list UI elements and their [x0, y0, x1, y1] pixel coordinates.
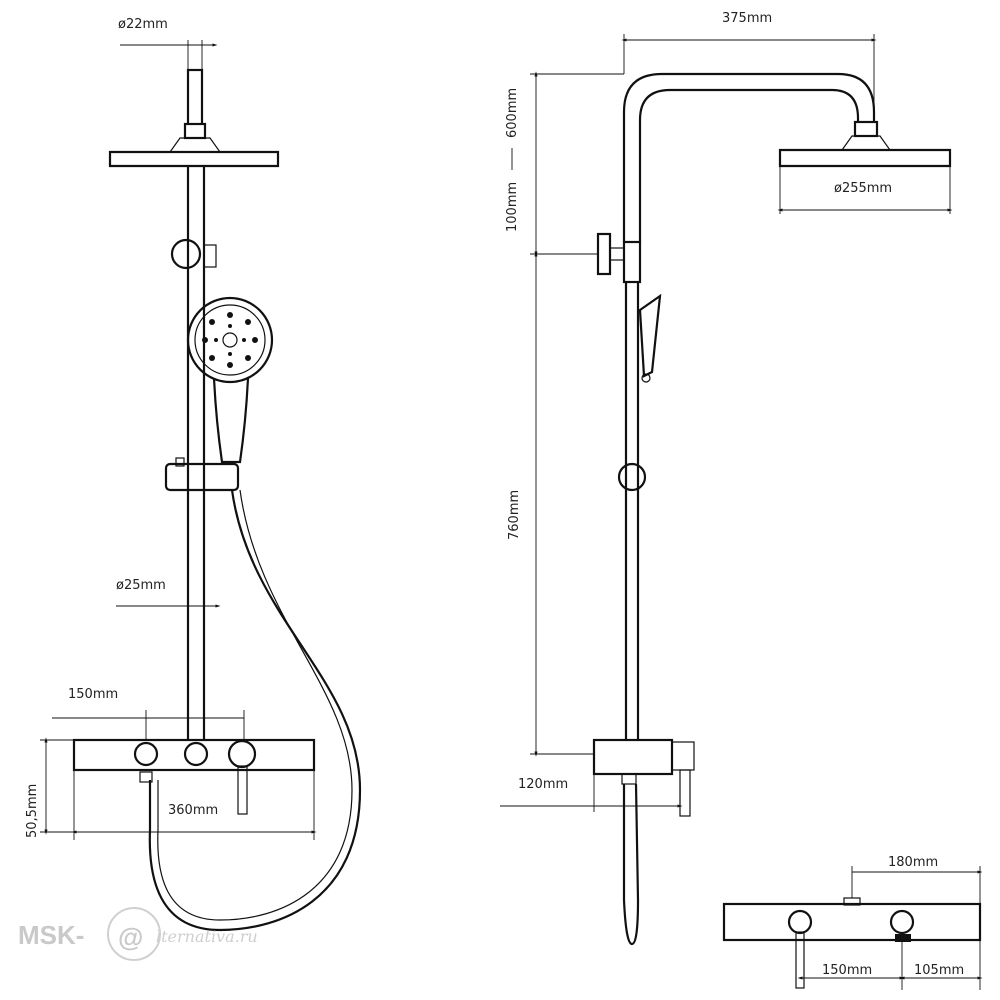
hose-connector [139, 771, 153, 783]
side-dimensions: 375mm 600mm 100mm ø255mm 760mm 120mm [500, 11, 953, 812]
thermostat-knob-right [227, 739, 257, 769]
thermostat-knob-middle [183, 741, 209, 767]
overhead-shower-side [778, 148, 952, 168]
dim-head-diameter: ø255mm [834, 181, 892, 196]
watermark: MSK- @ lternativa.ru [18, 907, 258, 961]
overhead-shower-head [108, 150, 280, 168]
slider-bracket [164, 462, 240, 492]
watermark-site: lternativa.ru [156, 927, 258, 946]
gooseneck-outer [622, 72, 876, 242]
mixer-spout-top [795, 931, 805, 989]
gooseneck-inner [638, 88, 860, 242]
watermark-logo-ring [107, 907, 161, 961]
dim-detail-150: 150mm [822, 963, 872, 978]
dim-bar-height: 50,5mm [25, 784, 40, 838]
mixer-top-detail: 180mm 150mm 105mm [722, 855, 983, 990]
riser-sleeve [622, 240, 642, 284]
head-nut-side [853, 120, 879, 138]
hand-shower-side [638, 293, 662, 378]
hand-shower-handle [212, 377, 250, 464]
dim-height-range-min: 100mm [505, 182, 520, 232]
mixer-bar-top [722, 902, 982, 942]
watermark-at: @ [118, 922, 143, 952]
hand-shower-head [186, 296, 274, 384]
diverter-body [203, 244, 217, 268]
ceiling-arm-pipe [186, 68, 204, 127]
dim-detail-105: 105mm [914, 963, 964, 978]
mixer-knob-left-top [787, 909, 813, 935]
thermostat-side [592, 738, 674, 776]
spout [237, 765, 248, 815]
watermark-brand: MSK- [18, 920, 84, 950]
arm-nut [183, 122, 207, 140]
side-view: 375mm 600mm 100mm ø255mm 760mm 120mm [500, 11, 953, 946]
slider-side [617, 462, 647, 492]
mixer-knob-right-top [889, 909, 915, 935]
diverter-knob [170, 238, 202, 270]
shower-hose [148, 489, 362, 932]
dim-arm-diameter: ø22mm [118, 17, 168, 32]
thermostat-knob-left [133, 741, 159, 767]
dim-riser-diameter: ø25mm [116, 578, 166, 593]
spray-nozzles [202, 312, 258, 368]
hose-side [622, 783, 640, 946]
front-dimensions: ø22mm ø25mm 150mm 360mm 50,5mm [25, 17, 317, 840]
front-view: ø22mm ø25mm 150mm 360mm 50,5mm [25, 17, 362, 932]
dim-wall-distance: 120mm [518, 777, 568, 792]
thermostat-bar [72, 738, 316, 772]
dim-arm-reach: 375mm [722, 11, 772, 26]
dim-bar-width: 360mm [168, 803, 218, 818]
spout-side [679, 769, 691, 817]
dim-riser-length: 760mm [507, 490, 522, 540]
dim-detail-180: 180mm [888, 855, 938, 870]
dim-height-range-max: 600mm [505, 88, 520, 138]
head-connector [168, 137, 222, 153]
dim-knob-spacing: 150mm [68, 687, 118, 702]
hand-shower-center [222, 332, 238, 348]
diverter-knob-side [596, 232, 612, 276]
